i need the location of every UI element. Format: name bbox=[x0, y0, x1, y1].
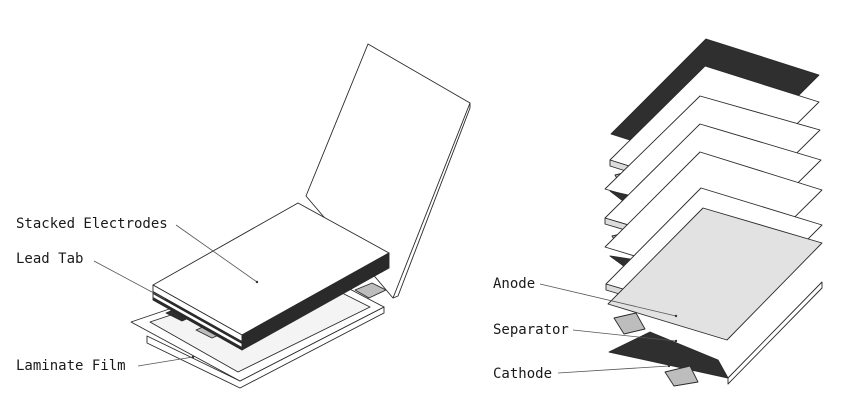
label-laminate-film: Laminate Film bbox=[16, 358, 126, 374]
leader-lines-left bbox=[93, 224, 258, 367]
separator-sheet-bottom bbox=[607, 207, 823, 341]
seal-strip bbox=[354, 282, 387, 299]
label-anode: Anode bbox=[493, 276, 536, 292]
leader-lines-right bbox=[539, 283, 677, 374]
pouch-cell-assembly bbox=[130, 43, 471, 389]
label-lead-tab: Lead Tab bbox=[16, 251, 84, 267]
electrode-stack bbox=[604, 38, 823, 387]
label-separator: Separator bbox=[493, 322, 569, 338]
label-cathode: Cathode bbox=[493, 366, 553, 382]
label-stacked-electrodes: Stacked Electrodes bbox=[16, 216, 168, 232]
stack-right-face bbox=[241, 252, 390, 351]
